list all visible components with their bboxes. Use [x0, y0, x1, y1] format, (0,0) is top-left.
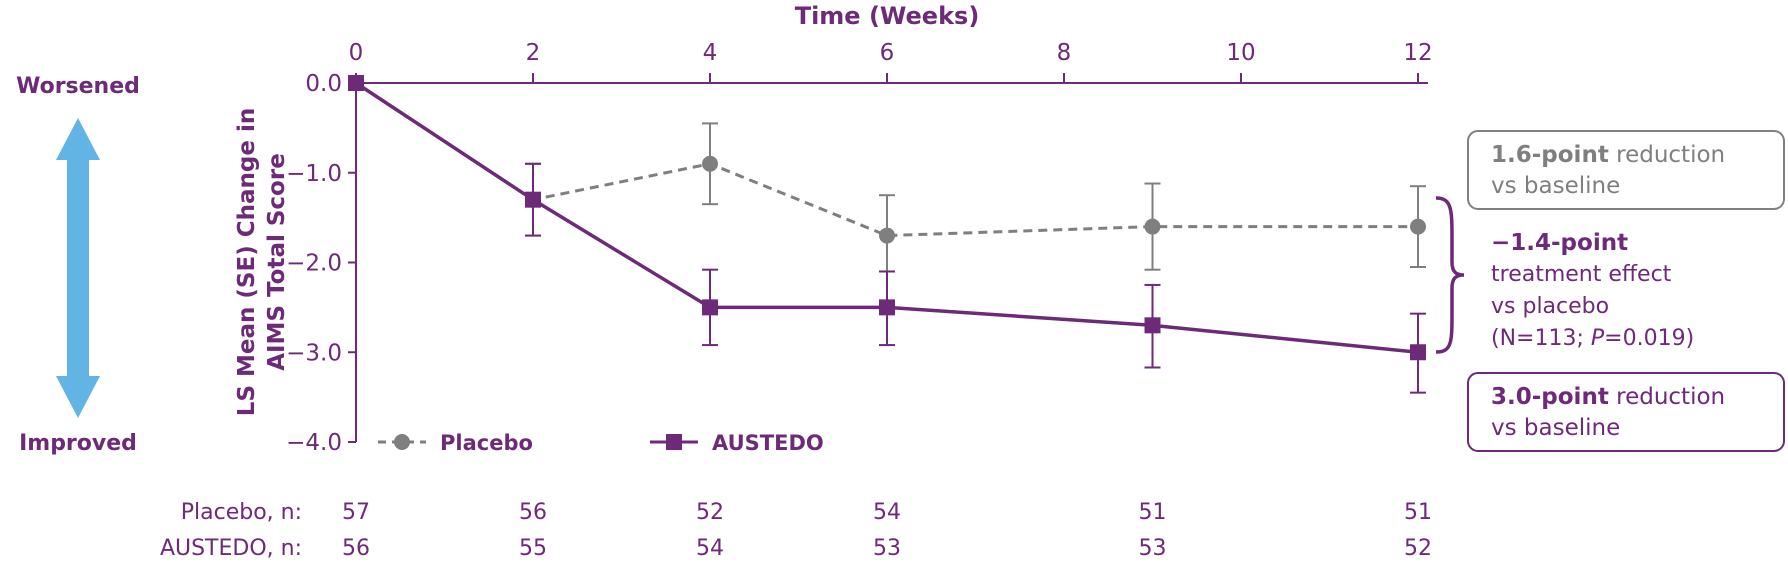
treatment-effect-value: −1.4-point: [1491, 230, 1628, 256]
n-value: 51: [1404, 500, 1432, 525]
legend-marker: [666, 434, 682, 450]
austedo-reduction-box: [1467, 372, 1785, 452]
series-placebo: [355, 81, 1426, 273]
placebo-reduction-box: [1467, 130, 1785, 210]
x-axis-title: Time (Weeks): [795, 2, 980, 30]
n-value: 51: [1139, 500, 1167, 525]
legend-label: AUSTEDO: [712, 431, 824, 455]
legend-marker: [394, 434, 410, 450]
x-tick-label: 2: [526, 40, 541, 66]
x-tick-label: 6: [880, 40, 895, 66]
plot-area: [348, 75, 1426, 394]
n-value: 54: [696, 536, 724, 561]
data-point: [879, 227, 895, 244]
data-point: [1410, 344, 1426, 361]
n-value: 53: [1139, 536, 1167, 561]
data-point: [702, 155, 718, 172]
n-row-label-placebo: Placebo, n:: [181, 500, 302, 525]
n-value: 52: [1404, 536, 1432, 561]
data-point: [1144, 317, 1161, 334]
y-axis-title: LS Mean (SE) Change in AIMS Total Score: [234, 108, 290, 416]
x-tick-label: 10: [1226, 40, 1255, 66]
y-axis-title-line1: LS Mean (SE) Change in: [234, 108, 260, 416]
data-point: [879, 299, 895, 316]
improved-label: Improved: [19, 431, 137, 456]
data-point: [1144, 218, 1161, 235]
n-value: 54: [873, 500, 901, 525]
n-value: 52: [696, 500, 724, 525]
worsened-label: Worsened: [16, 74, 140, 99]
y-tick-label: 0.0: [305, 71, 342, 97]
y-axis-title-line2: AIMS Total Score: [264, 153, 290, 371]
y-tick-label: −4.0: [286, 430, 342, 456]
x-tick-label: 4: [703, 40, 718, 66]
n-at-risk-table: Placebo, n: AUSTEDO, n: 57 56 52 54 51 51 56 55…: [160, 500, 1432, 561]
y-tick-label: −3.0: [286, 340, 342, 366]
x-tick-label: 12: [1403, 40, 1432, 66]
n-value: 53: [873, 536, 901, 561]
y-axis-ticks: 0.0 −1.0 −2.0 −3.0 −4.0: [286, 71, 356, 456]
data-point: [1410, 218, 1426, 235]
n-value: 55: [519, 536, 547, 561]
series-line: [355, 81, 1419, 354]
double-arrow-icon: [56, 118, 100, 418]
treatment-effect-stats: (N=113; P=0.019): [1491, 326, 1694, 351]
y-tick-label: −1.0: [286, 161, 342, 187]
n-value: 56: [342, 536, 370, 561]
austedo-reduction-line2: vs baseline: [1491, 415, 1620, 441]
n-row-label-austedo: AUSTEDO, n:: [160, 536, 302, 561]
treatment-effect-brace: [1435, 196, 1465, 354]
n-value: 56: [519, 500, 547, 525]
x-tick-label: 8: [1057, 40, 1072, 66]
x-axis-ticks: 0 2 4 6 8 10 12: [349, 40, 1433, 83]
legend-label: Placebo: [440, 431, 533, 455]
data-point: [348, 75, 364, 91]
treatment-effect-line2: treatment effect: [1491, 262, 1672, 287]
austedo-reduction-line1: 3.0-point reduction: [1491, 384, 1725, 410]
series-line: [355, 81, 1418, 238]
y-tick-label: −2.0: [286, 251, 342, 277]
legend: Placebo AUSTEDO: [378, 431, 824, 455]
series-austedo: [348, 75, 1426, 394]
axes: [355, 82, 1428, 442]
n-value: 57: [342, 500, 370, 525]
data-point: [525, 191, 541, 208]
treatment-effect-line3: vs placebo: [1491, 294, 1609, 319]
placebo-reduction-line2: vs baseline: [1491, 173, 1620, 199]
data-point: [702, 299, 718, 316]
placebo-reduction-line1: 1.6-point reduction: [1491, 142, 1725, 168]
x-tick-label: 0: [349, 40, 364, 66]
